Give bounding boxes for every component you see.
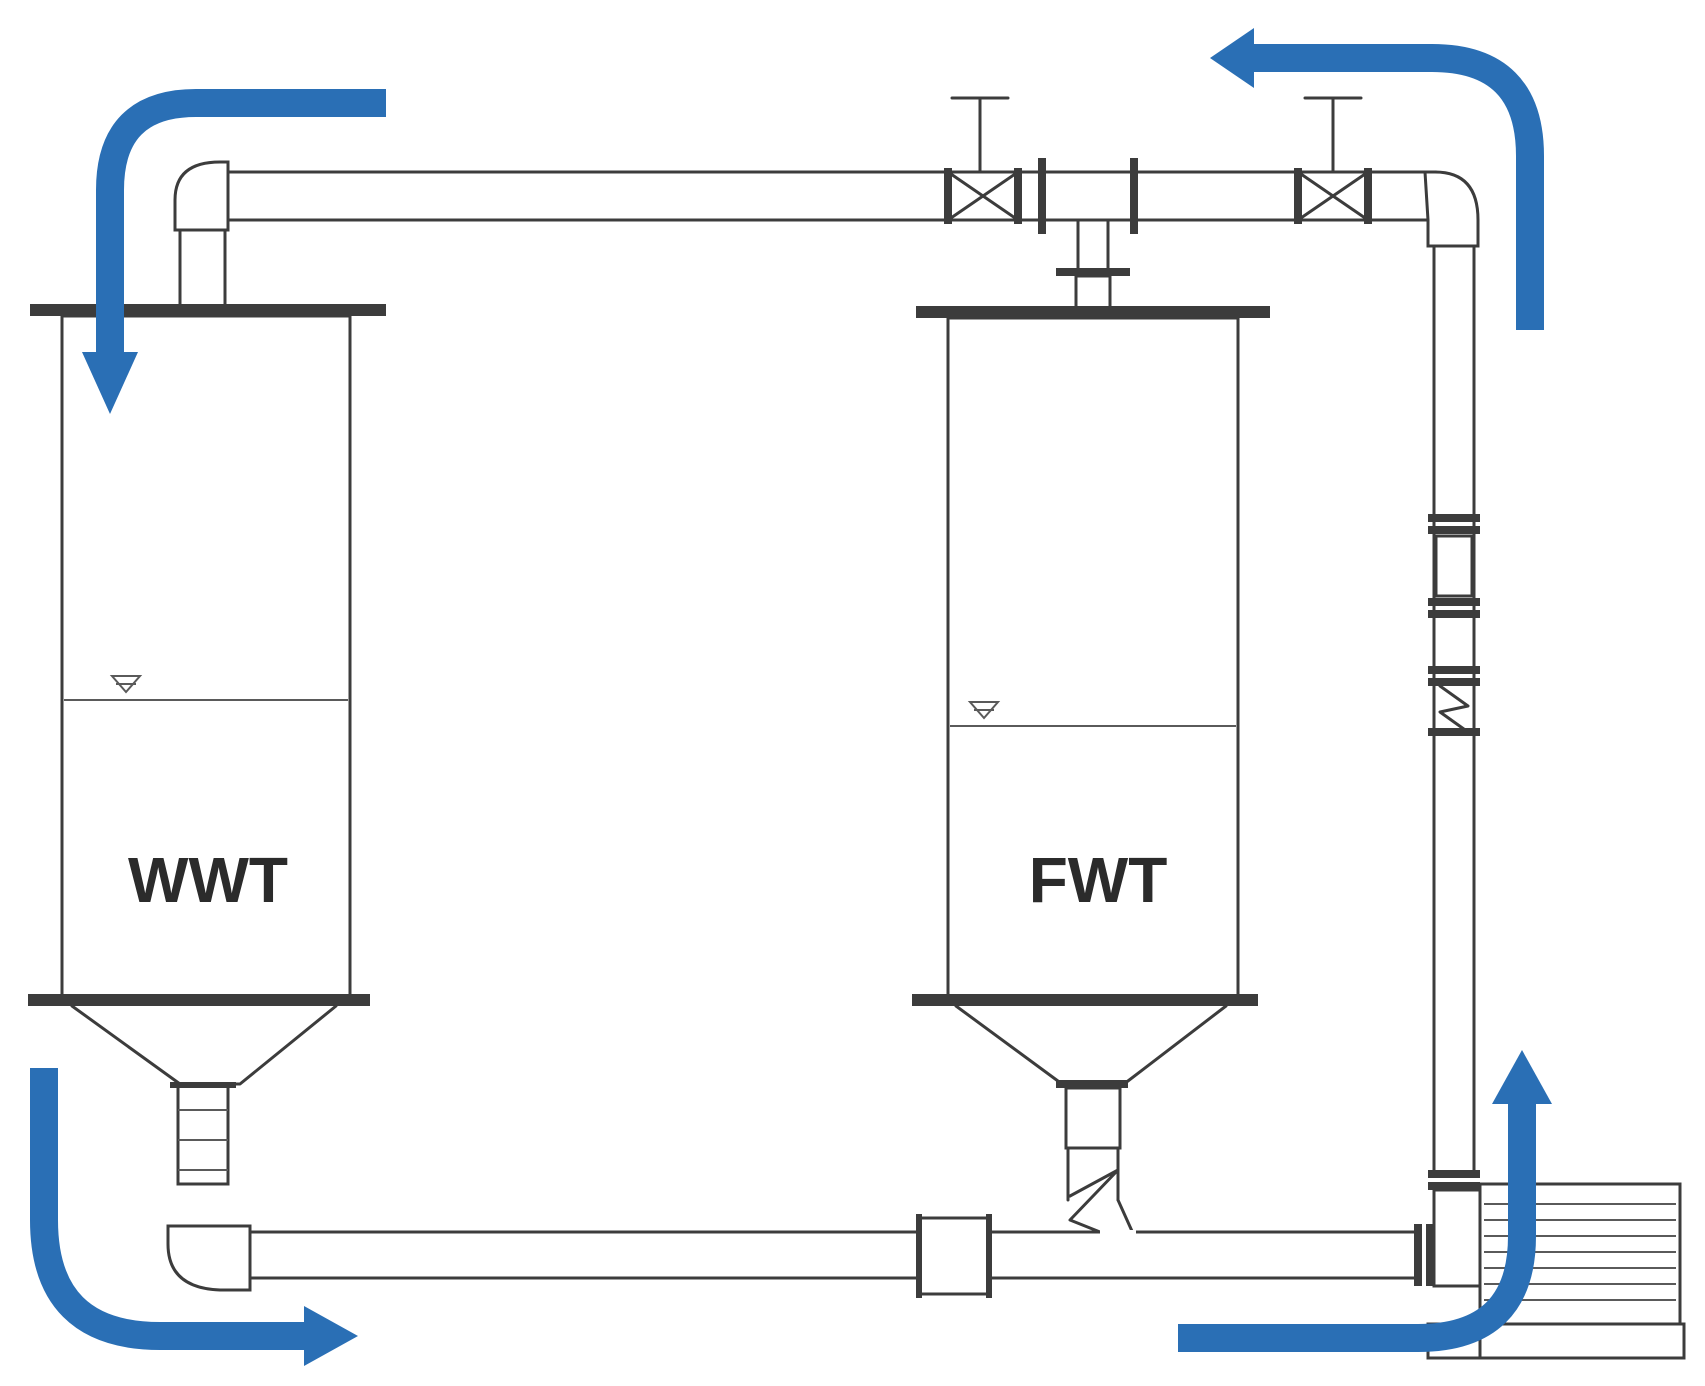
fwt-label: FWT [1029, 844, 1168, 916]
flow-arrow-icon [1210, 28, 1544, 330]
top-pipe [168, 160, 1480, 358]
wwt-label: WWT [128, 844, 288, 916]
flow-arrow-icon [30, 1068, 358, 1366]
check-valve-icon [1068, 1168, 1138, 1242]
bottom-pipe [248, 1214, 1434, 1298]
top-right-valve [1294, 96, 1372, 224]
wwt-tank [28, 304, 386, 1292]
flow-arrow-icon [1178, 1050, 1552, 1352]
right-vertical-pipe [1428, 244, 1480, 1190]
fwt-tank [912, 306, 1270, 1202]
top-flanges [1038, 158, 1138, 234]
flow-arrow-icon [82, 89, 386, 414]
water-level-icon [109, 675, 143, 694]
water-level-icon [967, 701, 1001, 720]
top-left-valve [944, 96, 1022, 224]
